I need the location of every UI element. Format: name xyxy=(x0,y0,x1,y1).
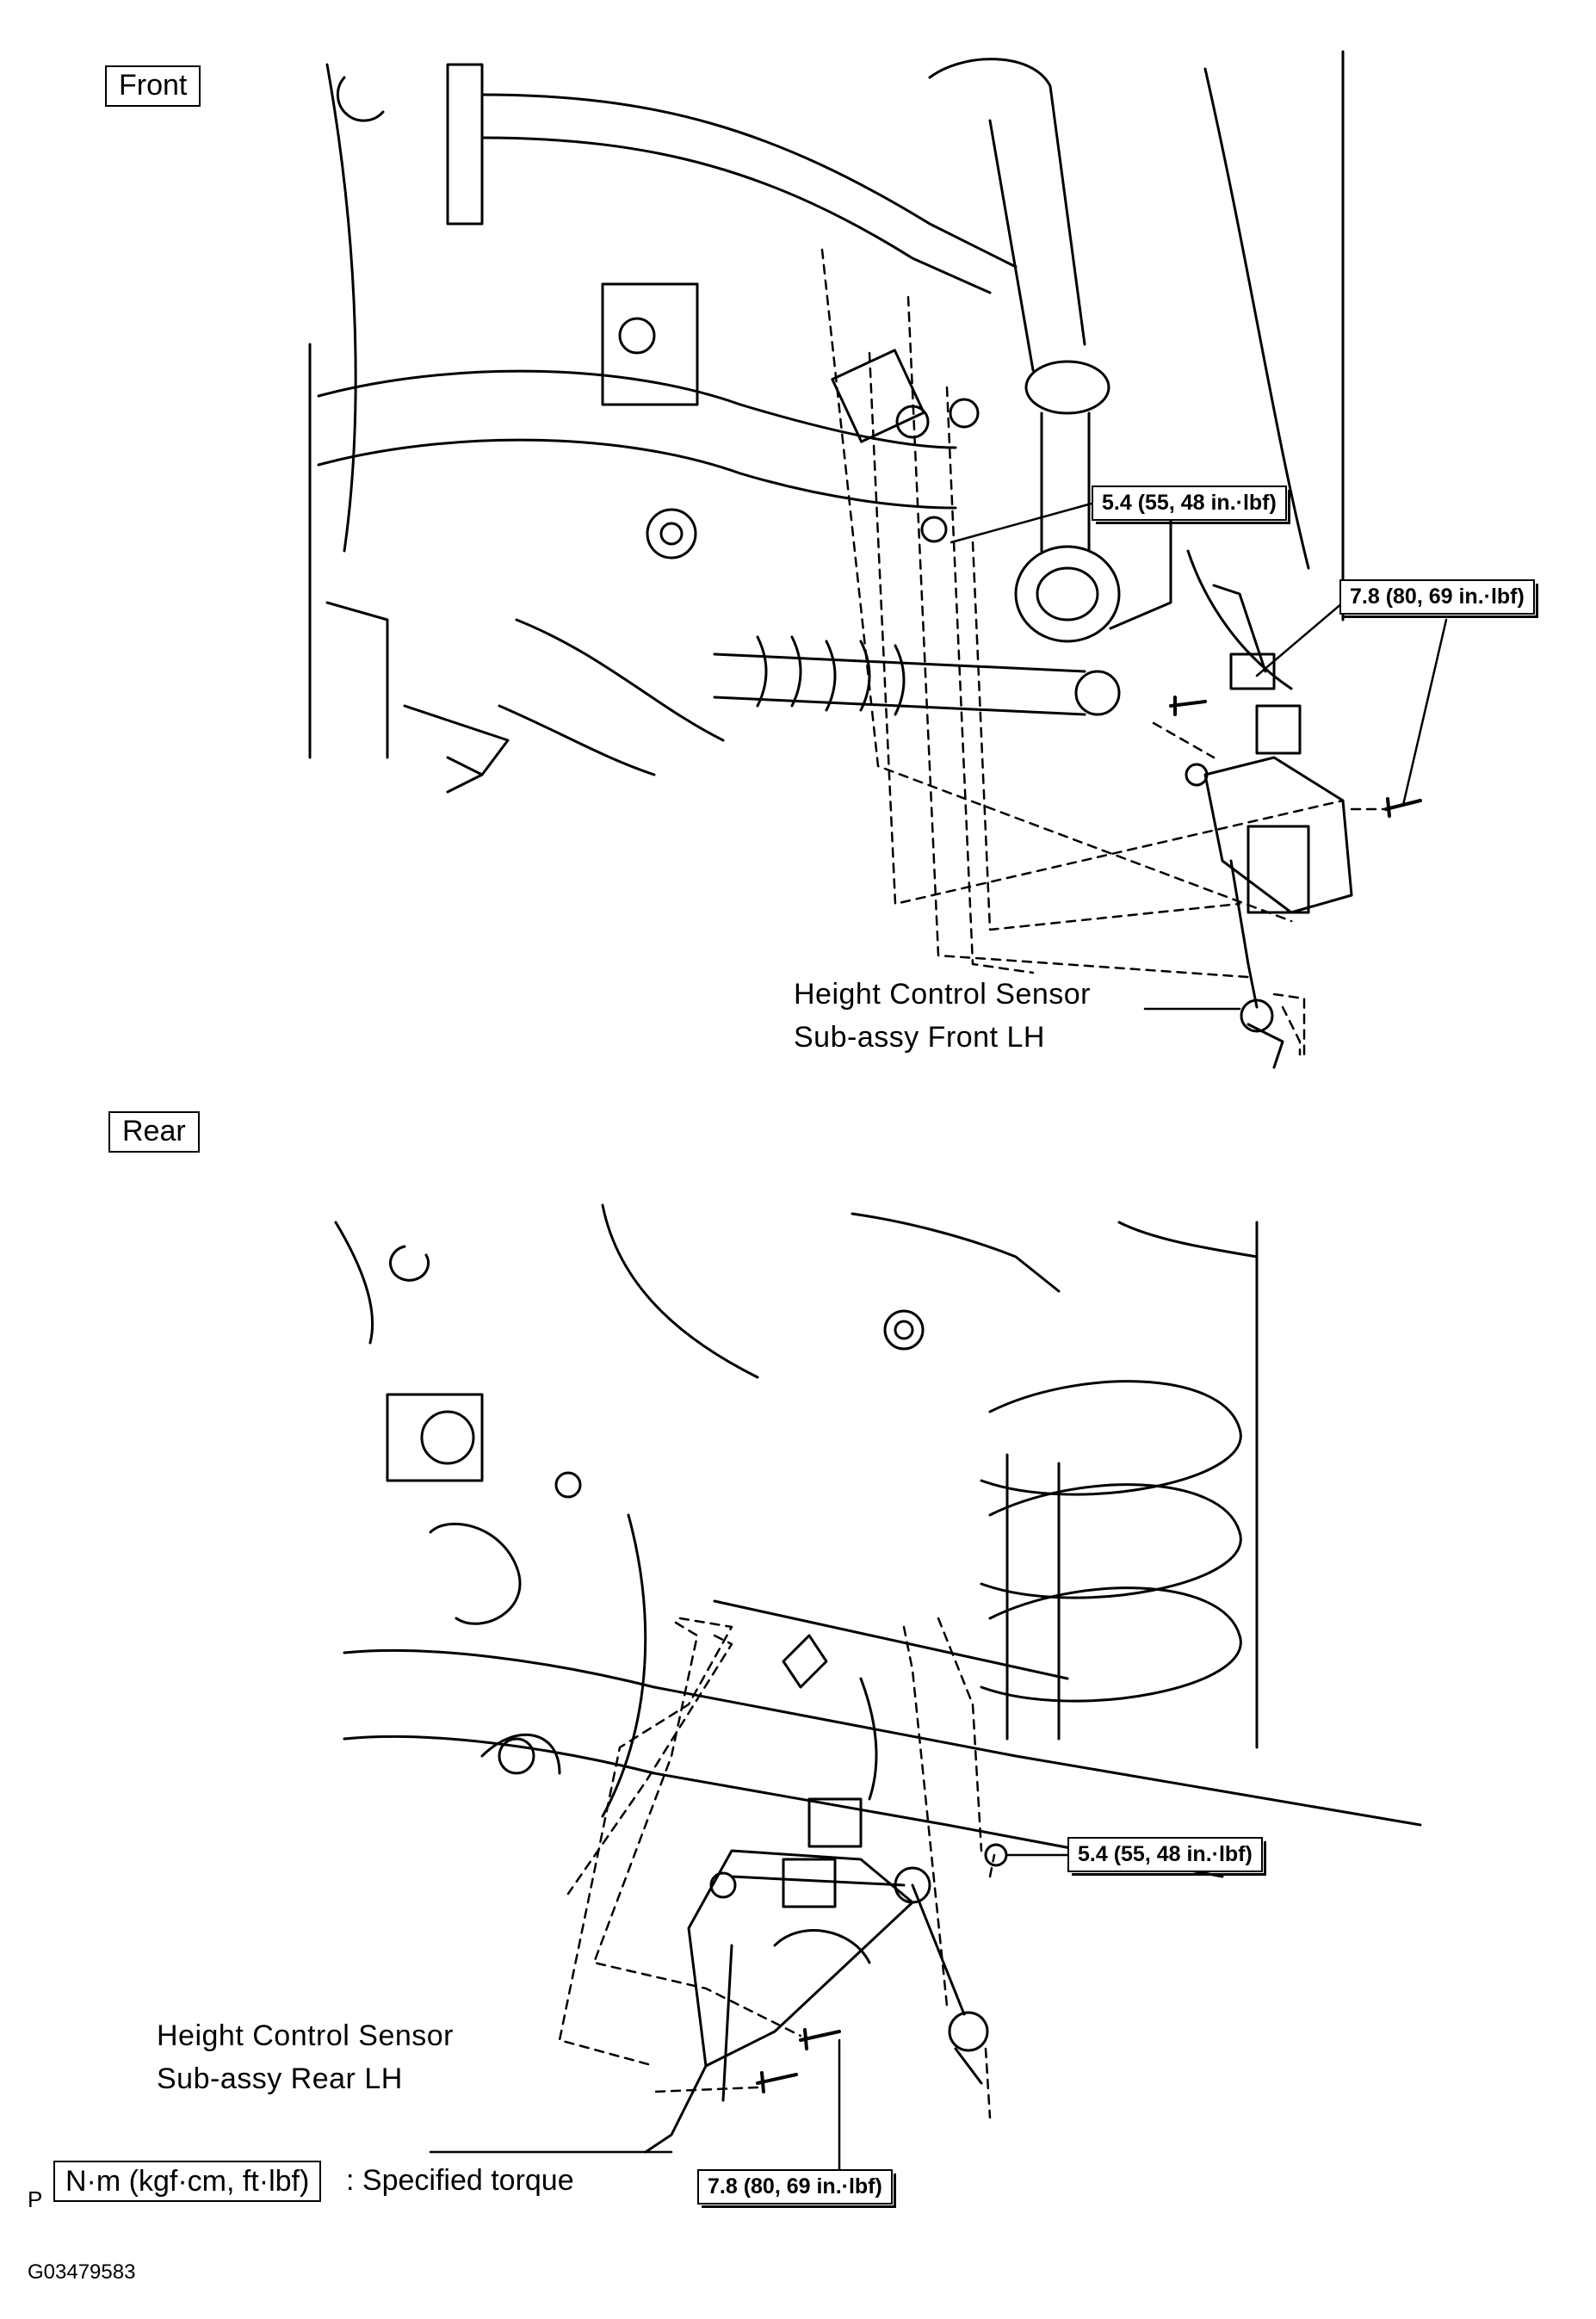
torque-front-nut: 5.4 (55, 48 in.·lbf) xyxy=(1092,485,1290,524)
front-view-art xyxy=(308,50,1422,1069)
torque-rear-nut: 5.4 (55, 48 in.·lbf) xyxy=(1067,1837,1266,1876)
rear-view-art xyxy=(334,1203,1422,2154)
rear-sensor-callout: Height Control Sensor Sub-assy Rear LH xyxy=(157,2014,454,2100)
torque-rear-bolts: 7.8 (80, 69 in.·lbf) xyxy=(697,2169,896,2208)
torque-front-bolts: 7.8 (80, 69 in.·lbf) xyxy=(1339,579,1538,618)
legend-prefix: P xyxy=(28,2186,43,2212)
front-section-label: Front xyxy=(105,65,201,107)
legend-unit-box: N·m (kgf·cm, ft·lbf) xyxy=(53,2161,322,2202)
front-sensor-line1: Height Control Sensor xyxy=(794,978,1092,1011)
rear-dashed-guides xyxy=(558,1617,996,2119)
front-sensor-line2: Sub-assy Front LH xyxy=(794,1021,1045,1054)
rear-leaders xyxy=(429,1853,1069,2171)
rear-sensor-line2: Sub-assy Rear LH xyxy=(157,2062,403,2095)
front-sensor-callout: Height Control Sensor Sub-assy Front LH xyxy=(794,973,1091,1059)
rear-sensor-line1: Height Control Sensor xyxy=(157,2019,455,2052)
legend-description: : Specified torque xyxy=(346,2164,574,2197)
front-dashed-guides xyxy=(820,248,1388,1056)
figure-id: G03479583 xyxy=(28,2260,136,2284)
front-leaders xyxy=(950,502,1448,1011)
rear-section-label: Rear xyxy=(108,1111,200,1153)
